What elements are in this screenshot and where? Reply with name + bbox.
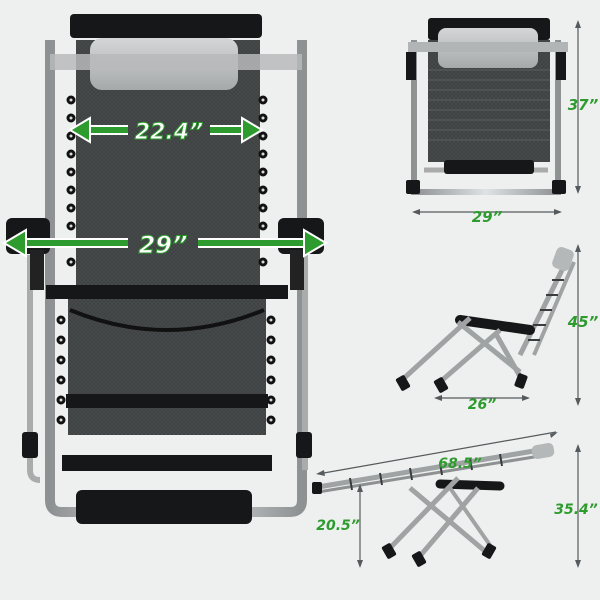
main-front-view: 22.4” 29” — [2, 14, 328, 524]
upright-side-view: 45” 26” — [395, 244, 599, 413]
seat-mesh — [68, 285, 266, 435]
label-upright-depth: 26” — [468, 397, 497, 413]
footrest-bar — [76, 490, 252, 524]
dimension-arrow-seat-width: 22.4” — [68, 116, 264, 146]
label-recline-height: 35.4” — [554, 502, 598, 518]
label-folded-height: 37” — [568, 96, 599, 114]
folded-view: 37” 29” — [406, 18, 599, 226]
headrest-top-bar — [70, 14, 262, 38]
bungee-cords — [56, 95, 276, 425]
label-upright-height: 45” — [567, 313, 599, 331]
dimension-arrow-arm-width: 29” — [2, 228, 328, 260]
dim-line-recline-length — [317, 431, 557, 475]
label-recline-length: 68.5” — [438, 456, 482, 472]
label-recline-seat-height: 20.5” — [316, 518, 360, 534]
reclined-view: 68.5” 35.4” 20.5” — [312, 431, 598, 568]
label-arm-width: 29” — [139, 231, 188, 259]
label-folded-width: 29” — [472, 208, 503, 226]
label-seat-width: 22.4” — [135, 120, 203, 145]
